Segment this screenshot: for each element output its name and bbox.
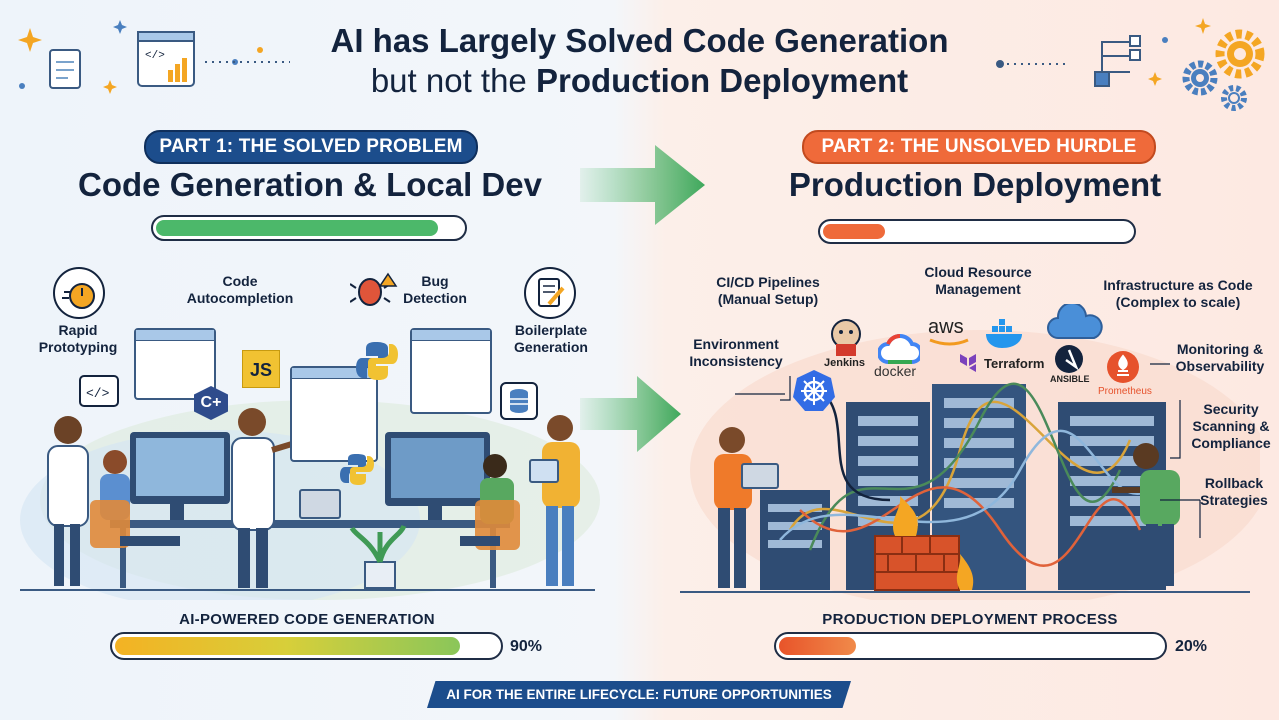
title-line-1: AI has Largely Solved Code Generation	[330, 22, 949, 59]
arrow-right-icon	[580, 145, 705, 225]
left-bottom-percent: 90%	[510, 638, 543, 655]
right-top-progress	[818, 219, 1136, 244]
title-line-2: but not the Production Deployment	[0, 62, 1279, 100]
decor-left-icons: </>	[18, 20, 290, 94]
person-sitting	[90, 450, 180, 548]
right-heading: Production Deployment	[788, 166, 1162, 203]
feature-rapid-prototyping: Rapid Prototyping	[38, 322, 118, 355]
person-with-tablet	[529, 415, 580, 586]
gcp-cloud-icon	[878, 334, 920, 364]
docker-label: docker	[874, 363, 917, 379]
person-with-laptop	[714, 427, 779, 588]
javascript-icon: JS	[242, 350, 280, 388]
title-line-2-prefix: but not the	[370, 62, 527, 99]
prometheus-label: Prometheus	[1098, 386, 1152, 397]
jenkins-icon	[831, 319, 861, 356]
firewall-icon	[874, 496, 974, 591]
svg-text:</>: </>	[145, 50, 165, 62]
part1-badge: PART 1: THE SOLVED PROBLEM	[144, 130, 478, 164]
footer-banner: AI FOR THE ENTIRE LIFECYCLE: FUTURE OPPO…	[427, 681, 851, 708]
python-icon	[340, 454, 374, 485]
decor-right-icons	[996, 18, 1265, 111]
feature-bug-detection: Bug Detection	[403, 273, 467, 306]
gear-icon	[1182, 60, 1218, 96]
terraform-label: Terraform	[984, 356, 1045, 371]
feature-code-autocompletion: Code Autocompletion	[186, 273, 294, 306]
jenkins-label: Jenkins	[824, 357, 865, 369]
right-bottom-percent: 20%	[1175, 638, 1208, 655]
database-icon	[500, 382, 538, 420]
docker-whale-icon	[986, 319, 1022, 348]
challenge-security-scanning: Security Scanning & Compliance	[1191, 401, 1271, 451]
challenge-infrastructure-as-code: Infrastructure as Code (Complex to scale…	[1103, 277, 1253, 310]
part2-badge: PART 2: THE UNSOLVED HURDLE	[802, 130, 1156, 164]
ansible-label: ANSIBLE	[1050, 374, 1090, 384]
python-icon	[356, 342, 398, 380]
stopwatch-icon	[53, 267, 105, 319]
left-heading: Code Generation & Local Dev	[78, 166, 542, 203]
challenge-cicd-pipelines: CI/CD Pipelines (Manual Setup)	[716, 274, 820, 307]
aws-logo: aws	[928, 316, 964, 338]
challenge-environment-inconsistency: Environment Inconsistency	[689, 336, 783, 369]
person-technician	[1112, 443, 1180, 586]
code-window	[290, 366, 378, 462]
right-bottom-caption: PRODUCTION DEPLOYMENT PROCESS	[822, 611, 1118, 628]
left-top-progress-fill	[156, 220, 438, 236]
left-top-progress	[151, 215, 467, 241]
document-edit-icon	[524, 267, 576, 319]
person-presenter	[231, 408, 306, 588]
terraform-icon	[960, 354, 976, 372]
prometheus-icon	[1107, 351, 1139, 383]
person-coder	[460, 454, 520, 550]
gear-icon	[1215, 29, 1265, 79]
left-scene-illustration	[20, 400, 600, 600]
left-bottom-progress	[110, 632, 503, 660]
code-icon: </>	[79, 375, 119, 407]
challenge-monitoring-observability: Monitoring & Observability	[1175, 341, 1265, 374]
right-top-progress-fill	[823, 224, 885, 239]
cloud-icon	[1047, 304, 1103, 339]
title-line-2-bold: Production Deployment	[535, 62, 909, 99]
sparkle-icon	[18, 28, 42, 52]
arrow-right-icon	[580, 376, 681, 452]
left-bottom-caption: AI-POWERED CODE GENERATION	[179, 611, 435, 628]
right-bottom-progress-fill	[779, 637, 856, 655]
flowchart-icon	[1094, 35, 1141, 87]
right-bottom-progress	[774, 632, 1167, 660]
challenge-cloud-resource-management: Cloud Resource Management	[924, 264, 1032, 297]
code-window	[410, 328, 492, 414]
challenge-rollback-strategies: Rollback Strategies	[1200, 475, 1268, 508]
person-scientist	[47, 416, 89, 586]
feature-boilerplate-generation: Boilerplate Generation	[514, 322, 588, 355]
svg-text:</>: </>	[86, 386, 110, 401]
code-window	[134, 328, 216, 400]
kubernetes-icon	[793, 370, 835, 411]
right-scene-illustration	[680, 330, 1260, 600]
gear-icon	[1221, 85, 1247, 111]
aws-smile-icon	[929, 338, 969, 346]
bug-icon	[350, 272, 398, 306]
left-bottom-progress-fill	[115, 637, 460, 655]
ansible-icon	[1055, 345, 1083, 373]
